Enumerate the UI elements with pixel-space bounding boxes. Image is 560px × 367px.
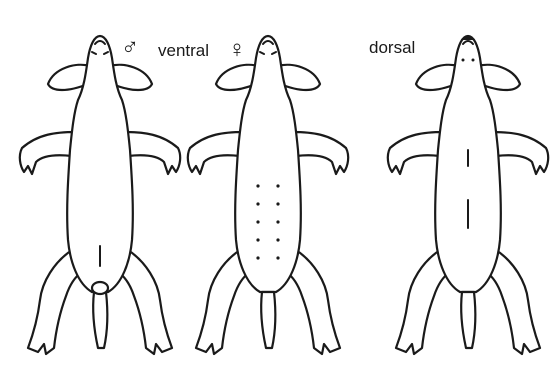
dorsal-mouse: [388, 35, 548, 354]
male-ventral-mouse: [20, 36, 180, 354]
female-ventral-mouse: [188, 36, 348, 354]
